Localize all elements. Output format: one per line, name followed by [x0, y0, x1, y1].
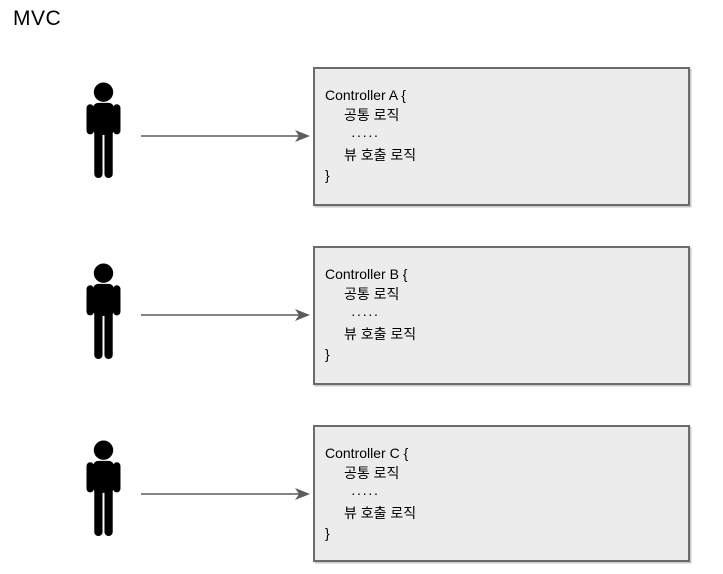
code-line: ····· — [351, 485, 380, 501]
person-icon — [84, 440, 123, 537]
code-line: 뷰 호출 로직 — [344, 326, 417, 342]
controller-b-box: Controller B { 공통 로직 ····· 뷰 호출 로직 } — [313, 246, 690, 385]
code-line: ····· — [351, 306, 380, 322]
code-line: } — [325, 346, 330, 362]
code-line: Controller C { — [325, 445, 409, 461]
code-line: } — [325, 525, 330, 541]
person-icon — [84, 263, 123, 360]
person-icon — [84, 82, 123, 179]
code-line: Controller B { — [325, 266, 408, 282]
controller-c-box: Controller C { 공통 로직 ····· 뷰 호출 로직 } — [313, 425, 690, 562]
code-line: 공통 로직 — [344, 286, 400, 302]
controller-a-box: Controller A { 공통 로직 ····· 뷰 호출 로직 } — [313, 67, 690, 206]
code-line: ····· — [351, 127, 380, 143]
code-line: 공통 로직 — [344, 107, 400, 123]
code-line: Controller A { — [325, 87, 406, 103]
code-line: 공통 로직 — [344, 465, 400, 481]
arrow-right-icon — [141, 486, 310, 502]
code-line: } — [325, 167, 330, 183]
arrow-right-icon — [141, 307, 310, 323]
code-line: 뷰 호출 로직 — [344, 505, 417, 521]
code-line: 뷰 호출 로직 — [344, 147, 417, 163]
arrow-right-icon — [141, 128, 310, 144]
page-title: MVC — [13, 7, 62, 30]
